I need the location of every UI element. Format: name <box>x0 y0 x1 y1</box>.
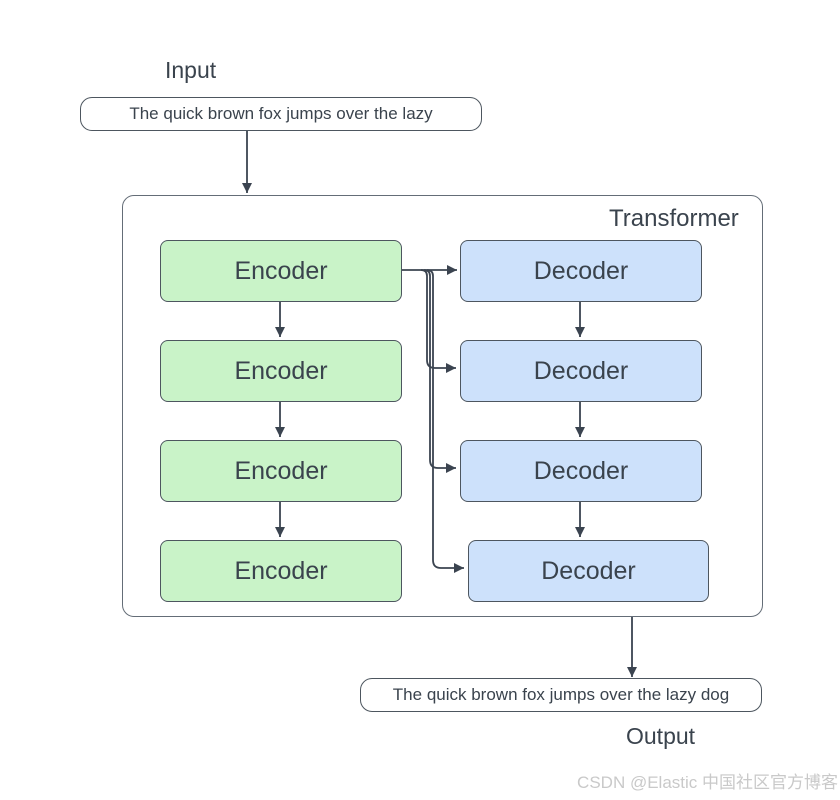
watermark-text: CSDN @Elastic 中国社区官方博客 <box>577 773 838 792</box>
encoder-block-3: Encoder <box>160 440 402 502</box>
decoder-block-1: Decoder <box>460 240 702 302</box>
output-sentence-box: The quick brown fox jumps over the lazy … <box>360 678 762 712</box>
decoder-block-3: Decoder <box>460 440 702 502</box>
encoder-block-4: Encoder <box>160 540 402 602</box>
edge-encoder-decoder4 <box>426 269 464 573</box>
encoder-block-2: Encoder <box>160 340 402 402</box>
output-label: Output <box>626 723 696 749</box>
decoder-block-2: Decoder <box>460 340 702 402</box>
decoder-block-4: Decoder <box>468 540 709 602</box>
input-label: Input <box>165 57 217 83</box>
transformer-container <box>122 195 763 617</box>
encoder-block-1: Encoder <box>160 240 402 302</box>
transformer-label: Transformer <box>609 205 739 232</box>
input-sentence-box: The quick brown fox jumps over the lazy <box>80 97 482 131</box>
